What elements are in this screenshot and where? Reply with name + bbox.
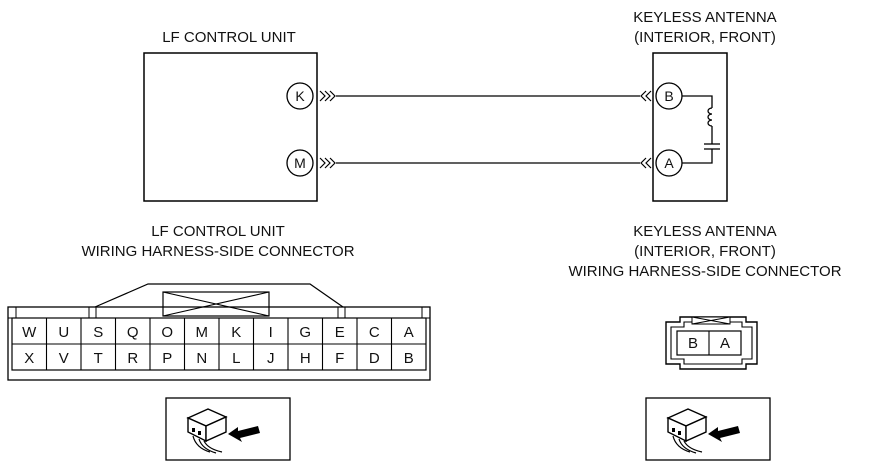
antenna-pin-b: B — [688, 335, 698, 352]
connector-pin-f: F — [335, 350, 344, 367]
connector-pin-q: Q — [127, 324, 139, 341]
lf-connector: W U S Q O M K I G E C A X V T R P N L J H F D B — [7, 283, 431, 381]
connector-pin-m: M — [196, 324, 209, 341]
right-connector-caption-line3: WIRING HARNESS-SIDE CONNECTOR — [568, 263, 841, 280]
connector-pin-s: S — [93, 324, 103, 341]
connector-pin-h: H — [300, 350, 311, 367]
connector-pin-i: I — [269, 324, 273, 341]
left-connector-caption-line2: WIRING HARNESS-SIDE CONNECTOR — [81, 243, 354, 260]
terminal-k-label: K — [295, 88, 305, 104]
terminal-a-label: A — [664, 155, 674, 171]
connector-pin-n: N — [196, 350, 207, 367]
connector-pin-r: R — [127, 350, 138, 367]
connector-pin-c: C — [369, 324, 380, 341]
antenna-pin-a: A — [720, 335, 730, 352]
antenna-connector: B A — [665, 316, 758, 370]
terminal-k — [286, 82, 314, 110]
terminal-b-label: B — [664, 88, 673, 104]
terminal-m — [286, 149, 314, 177]
terminal-m-label: M — [294, 155, 306, 171]
connector-pin-v: V — [59, 350, 69, 367]
connector-pin-b: B — [404, 350, 414, 367]
left-unit-title: LF CONTROL UNIT — [162, 29, 296, 46]
connector-view-icon — [165, 397, 291, 461]
connector-pin-l: L — [232, 350, 240, 367]
right-unit-title-line1: KEYLESS ANTENNA — [633, 9, 776, 26]
right-connector-caption-line2: (INTERIOR, FRONT) — [634, 243, 776, 260]
connector-pin-x: X — [24, 350, 34, 367]
lf-control-unit-box — [143, 52, 318, 202]
connector-pin-e: E — [335, 324, 345, 341]
right-connector-caption-line1: KEYLESS ANTENNA — [633, 223, 776, 240]
antenna-coil-symbol — [682, 95, 720, 164]
connector-pin-d: D — [369, 350, 380, 367]
keyless-antenna-box — [652, 52, 728, 202]
connector-pin-g: G — [299, 324, 311, 341]
connector-pin-o: O — [161, 324, 173, 341]
wire-k-b — [319, 90, 652, 102]
connector-view-icon — [645, 397, 771, 461]
connector-pin-u: U — [58, 324, 69, 341]
wire-m-a — [319, 157, 652, 169]
connector-pin-w: W — [22, 324, 37, 341]
connector-pin-k: K — [231, 324, 241, 341]
left-connector-caption-line1: LF CONTROL UNIT — [151, 223, 285, 240]
connector-pin-j: J — [267, 350, 275, 367]
connector-pin-p: P — [162, 350, 172, 367]
connector-pin-a: A — [404, 324, 414, 341]
right-unit-title-line2: (INTERIOR, FRONT) — [634, 29, 776, 46]
connector-pin-t: T — [94, 350, 103, 367]
